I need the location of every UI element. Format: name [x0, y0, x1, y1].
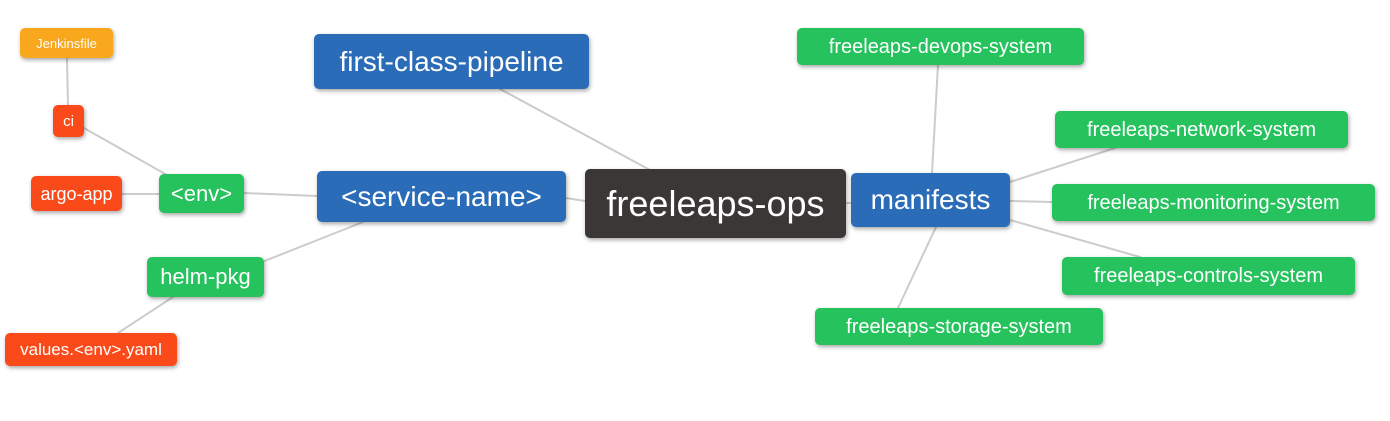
node-label: freeleaps-ops	[606, 182, 825, 224]
node-label: <service-name>	[341, 180, 542, 212]
node-manifests[interactable]: manifests	[851, 173, 1010, 227]
node-label: freeleaps-monitoring-system	[1087, 191, 1340, 214]
node-label: first-class-pipeline	[339, 45, 564, 77]
node-label: ci	[63, 112, 74, 130]
node-label: freeleaps-network-system	[1087, 118, 1316, 141]
node-label: argo-app	[40, 183, 113, 204]
node-freeleaps-controls-system[interactable]: freeleaps-controls-system	[1062, 257, 1355, 295]
node-label: freeleaps-devops-system	[828, 35, 1053, 58]
node-freeleaps-network-system[interactable]: freeleaps-network-system	[1055, 111, 1348, 148]
node-freeleaps-devops-system[interactable]: freeleaps-devops-system	[797, 28, 1084, 65]
node-freeleaps-monitoring-system[interactable]: freeleaps-monitoring-system	[1052, 184, 1375, 221]
node-freeleaps-storage-system[interactable]: freeleaps-storage-system	[815, 308, 1103, 345]
node-first-class-pipeline[interactable]: first-class-pipeline	[314, 34, 589, 89]
node-label: Jenkinsfile	[36, 35, 97, 51]
node-label: helm-pkg	[160, 264, 251, 289]
node-label: manifests	[870, 184, 991, 215]
node-helm-pkg[interactable]: helm-pkg	[147, 257, 264, 297]
node-label: values.<env>.yaml	[20, 340, 162, 359]
node-service-name[interactable]: <service-name>	[317, 171, 566, 222]
node-jenkinsfile[interactable]: Jenkinsfile	[20, 28, 113, 58]
node-label: freeleaps-controls-system	[1094, 265, 1323, 287]
node-env[interactable]: <env>	[159, 174, 244, 213]
node-argo-app[interactable]: argo-app	[31, 176, 122, 211]
node-label: <env>	[170, 180, 233, 206]
node-ci[interactable]: ci	[53, 105, 84, 137]
node-label: freeleaps-storage-system	[846, 315, 1072, 338]
node-freeleaps-ops[interactable]: freeleaps-ops	[585, 169, 846, 238]
node-values-env-yaml[interactable]: values.<env>.yaml	[5, 333, 177, 366]
